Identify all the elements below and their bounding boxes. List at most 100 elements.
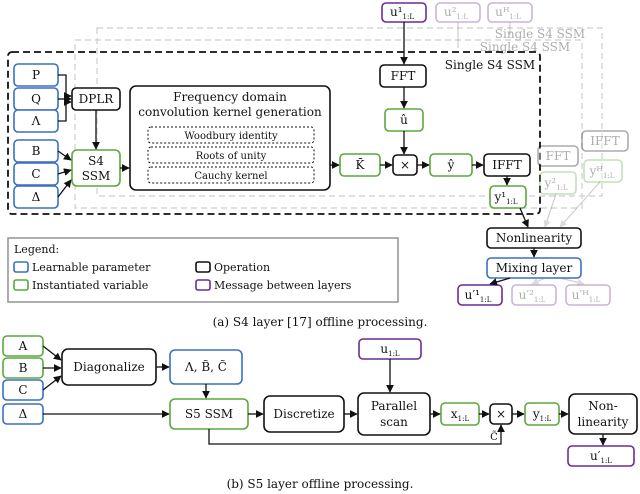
s5-x-var: x1:L [440, 402, 480, 426]
s4-edges [57, 22, 538, 286]
svg-text:u¹1:L: u¹1:L [390, 5, 414, 21]
roots-label: Roots of unity [196, 151, 267, 162]
svg-text:P: P [32, 68, 40, 82]
svg-text:yᴴ1:L: yᴴ1:L [589, 164, 615, 180]
s5-c-label: C̃ [490, 431, 498, 443]
param-p: P [13, 63, 59, 87]
freq-title-2: convolution kernel generation [138, 105, 322, 119]
svg-text:u²1:L: u²1:L [444, 5, 468, 21]
woodbury-box [147, 126, 315, 144]
s5-edges [42, 345, 607, 446]
single-s4-title: Single S4 SSM [445, 58, 535, 72]
legend-swatch-instantiated [13, 279, 29, 291]
svg-text:Non-: Non- [588, 399, 618, 413]
param-lambda: Λ [13, 109, 59, 133]
svg-text:uᴴ1:L: uᴴ1:L [495, 5, 521, 21]
multiply-op-s4: × [392, 154, 418, 176]
woodbury-label: Woodbury identity [184, 131, 278, 142]
svg-text:Mixing layer: Mixing layer [496, 261, 573, 275]
svg-text:IFFT: IFFT [590, 134, 619, 148]
svg-text:u′²1:L: u′²1:L [519, 288, 546, 304]
svg-text:×: × [496, 407, 506, 421]
diag-out-var: Λ, B̃, C̃ [169, 349, 243, 385]
svg-text:Discretize: Discretize [273, 407, 334, 421]
parallel-scan-op: Parallel scan [357, 392, 431, 436]
svg-text:SSM: SSM [82, 169, 111, 183]
svg-text:C: C [18, 383, 27, 397]
cauchy-box [147, 166, 315, 184]
s5-output: u′1:L [567, 445, 635, 467]
svg-text:Λ: Λ [31, 114, 41, 128]
svg-text:K̄: K̄ [356, 157, 366, 172]
svg-text:ŷ: ŷ [447, 158, 455, 172]
roots-box [147, 146, 315, 164]
svg-text:Δ: Δ [19, 407, 28, 421]
diagonalize-op: Diagonalize [61, 348, 157, 386]
svg-text:u1:L: u1:L [380, 342, 400, 358]
ghost-container-1 [74, 39, 583, 209]
u-hat-var: û [384, 108, 424, 132]
svg-text:×: × [400, 158, 410, 172]
param-b: B [13, 139, 59, 163]
s4-ssm-var: S4 SSM [71, 149, 121, 187]
svg-text:S4: S4 [88, 154, 104, 168]
s5-param-b: B [2, 357, 44, 379]
s5-param-a: A [2, 335, 44, 357]
svg-text:FFT: FFT [546, 149, 571, 163]
ghost-container-2 [96, 27, 603, 197]
svg-text:û: û [400, 113, 408, 127]
legend-operation: Operation [214, 261, 270, 274]
discretize-op: Discretize [263, 395, 345, 433]
svg-text:DPLR: DPLR [79, 92, 115, 106]
param-delta: Δ [13, 185, 59, 209]
cauchy-label: Cauchy kernel [194, 171, 267, 182]
ghost-right-ops: FFT IFFT y²1:L yᴴ1:L [537, 130, 629, 195]
mixing-layer-op: Mixing layer [486, 257, 582, 279]
ghost-inputs: u²1:L uᴴ1:L [435, 2, 533, 23]
legend: Legend: Learnable parameter Instantiated… [7, 237, 399, 303]
svg-text:u′ᴴ1:L: u′ᴴ1:L [572, 288, 601, 304]
svg-text:S5 SSM: S5 SSM [185, 407, 233, 421]
ifft-op: IFFT [483, 153, 531, 177]
s5-ssm-var: S5 SSM [169, 398, 249, 430]
caption-a: (a) S4 layer [17] offline processing. [213, 315, 428, 329]
legend-swatch-operation [195, 261, 211, 273]
svg-text:x1:L: x1:L [451, 407, 470, 423]
ghost-ssm-stack: Single S4 SSM Single S4 SSM [74, 27, 603, 209]
svg-text:B: B [32, 144, 41, 158]
param-c: C [13, 162, 59, 186]
s5-multiply-op: × [489, 403, 513, 425]
svg-text:y¹1:L: y¹1:L [493, 190, 517, 206]
y1-var: y¹1:L [489, 185, 527, 209]
svg-text:Parallel: Parallel [371, 399, 417, 413]
fft-op: FFT [379, 64, 427, 88]
svg-text:A: A [18, 339, 28, 353]
s5-input-u: u1:L [358, 338, 422, 360]
svg-text:FFT: FFT [391, 69, 416, 83]
nonlinearity-op: Nonlinearity [486, 227, 582, 249]
ghost-edges [457, 22, 601, 286]
s5-nonlinearity-op: Non- linearity [568, 393, 638, 435]
freq-title-1: Frequency domain [173, 90, 287, 104]
legend-message: Message between layers [214, 279, 352, 292]
svg-text:u′1:L: u′1:L [590, 449, 612, 465]
legend-box [7, 237, 399, 303]
s5-y-var: y1:L [524, 402, 560, 426]
ghost-outputs: u′²1:L u′ᴴ1:L [511, 284, 611, 306]
svg-text:Diagonalize: Diagonalize [73, 360, 145, 374]
ghost-title-1: Single S4 SSM [480, 40, 570, 54]
svg-text:y²1:L: y²1:L [543, 176, 567, 192]
legend-learnable: Learnable parameter [32, 261, 151, 274]
param-q: Q [13, 87, 59, 111]
freq-kernel-op: Frequency domain convolution kernel gene… [129, 85, 331, 191]
caption-b: (b) S5 layer offline processing. [227, 477, 414, 491]
svg-text:linearity: linearity [578, 415, 629, 429]
legend-title: Legend: [14, 243, 59, 256]
legend-instantiated: Instantiated variable [32, 279, 148, 292]
input-u1: u¹1:L [381, 2, 427, 23]
output-u1-prime: u′¹1:L [457, 284, 503, 306]
legend-swatch-message [195, 279, 211, 291]
k-bar-var: K̄ [339, 153, 381, 177]
svg-text:Nonlinearity: Nonlinearity [496, 231, 573, 245]
s5-param-c: C [2, 379, 44, 401]
